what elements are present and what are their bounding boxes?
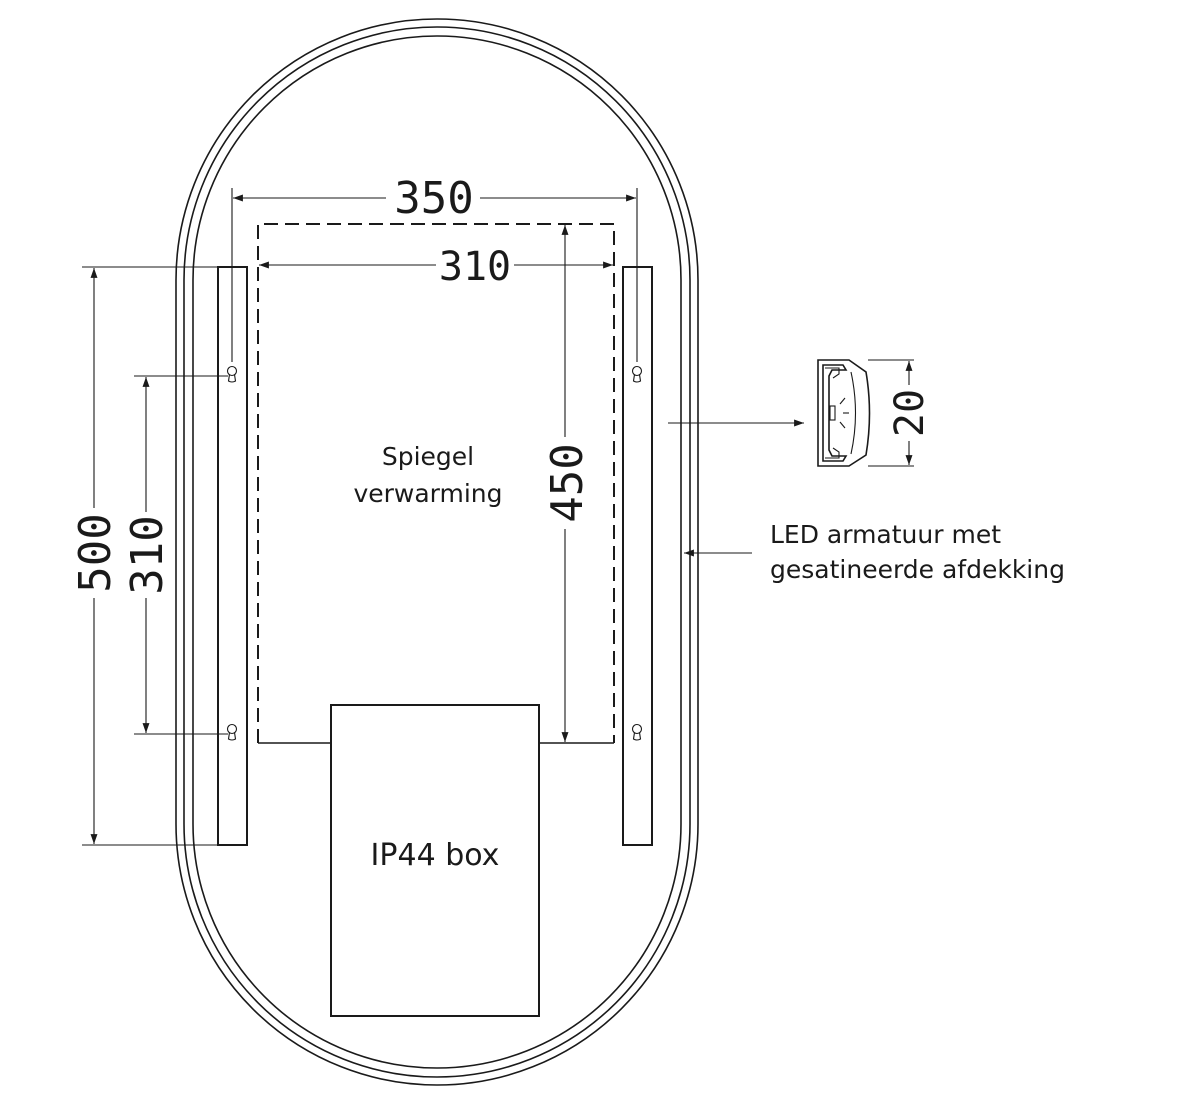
- heater-label-line2: verwarming: [353, 479, 502, 508]
- dimension-500: 500: [70, 266, 218, 846]
- dim-profile-height: 20: [887, 389, 933, 437]
- keyhole-slots: [226, 365, 643, 741]
- led-label-line2: gesatineerde afdekking: [770, 555, 1065, 584]
- keyhole-icon: [226, 365, 238, 383]
- led-profile-detail: 20: [668, 359, 933, 467]
- dim-heater-height: 450: [542, 443, 593, 522]
- dim-strip-length: 500: [70, 513, 121, 592]
- led-strips: [217, 266, 653, 846]
- mirror-inner-edge: [192, 35, 682, 1069]
- dim-inner-width: 310: [439, 244, 511, 290]
- keyhole-icon: [631, 723, 643, 741]
- led-profile-section: [817, 359, 871, 467]
- ip44-box-label: IP44 box: [371, 838, 500, 873]
- led-callout: LED armatuur met gesatineerde afdekking: [684, 520, 1065, 584]
- led-strip-left: [217, 266, 248, 846]
- dim-top-width: 350: [394, 173, 473, 224]
- dimension-310-horizontal: 310: [259, 244, 613, 290]
- dimension-310-vertical: 310: [122, 375, 228, 735]
- ip44-box: [330, 704, 540, 1017]
- mirror-outer-edge: [175, 18, 699, 1086]
- dimension-350: 350: [231, 173, 638, 362]
- keyhole-icon: [631, 365, 643, 383]
- dim-hole-spacing: 310: [122, 515, 173, 594]
- led-label-line1: LED armatuur met: [770, 520, 1001, 549]
- heater-label: Spiegel verwarming: [353, 442, 502, 508]
- dimension-450: 450: [542, 225, 593, 742]
- heater-area: [257, 223, 615, 744]
- keyhole-icon: [226, 723, 238, 741]
- led-strip-right: [622, 266, 653, 846]
- heater-label-line1: Spiegel: [382, 442, 474, 471]
